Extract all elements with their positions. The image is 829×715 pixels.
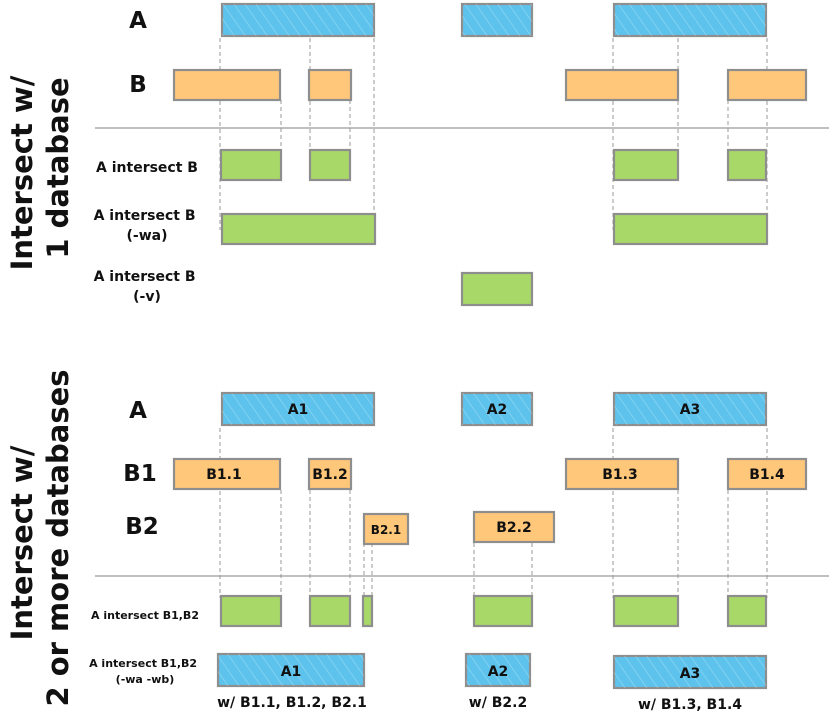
top-bar-ab-4 [726,148,768,182]
row-label-b1: B1 [123,461,157,487]
top-bar-b-3 [564,68,680,102]
bar-label-b22: B2.2 [496,520,531,536]
bar-label-b13: B1.3 [602,467,637,483]
top-guide-lines [219,38,768,230]
bar-label-b12: B1.2 [312,467,347,483]
row-label-b2: B2 [125,514,159,540]
bar-label-b14: B1.4 [749,467,785,483]
caption-a1: w/ B1.1, B1.2, B2.1 [217,695,367,711]
bar-label-b11: B1.1 [206,467,241,483]
top-bar-ab-v-1 [460,271,534,307]
bottom-side-label: Intersect w/ 2 or more databases [5,369,75,706]
top-side-label: Intersect w/ 1 database [5,66,75,271]
bottom-bar-ab-2 [308,594,352,628]
bar-label-a2: A2 [487,402,508,418]
top-bar-b-4 [726,68,808,102]
bar-label-a1: A1 [288,402,309,418]
row-label-a-intersect-b-v: A intersect B (-v) [94,269,201,305]
row-label-a-intersect-b: A intersect B [96,160,198,176]
bar-label-b21: B2.1 [371,523,401,537]
row-label-a: A [129,8,147,34]
bottom-bar-ab-1 [219,594,283,628]
top-bar-ab-3 [612,148,680,182]
top-bar-ab-2 [308,148,352,182]
bottom-bar-b14 [726,457,808,491]
top-bar-b-2 [307,68,353,102]
row-label-b: B [129,72,147,98]
result-label-a3: A3 [680,666,701,682]
row-label-a-intersect-b1b2: A intersect B1,B2 [91,609,199,622]
bottom-guide-lines [219,428,768,598]
row-label-a-bottom: A [129,398,147,424]
top-bar-ab-wa-1 [220,212,377,246]
caption-a2: w/ B2.2 [469,695,527,711]
bottom-bar-ab-5 [612,594,680,628]
row-label-a-intersect-b-wa: A intersect B (-wa) [94,208,201,244]
result-label-a1: A1 [281,664,302,680]
bar-label-a3: A3 [680,402,701,418]
bottom-bar-b21 [362,512,410,546]
top-bar-b-1 [172,68,282,102]
bottom-bar-ab-4 [472,594,534,628]
bottom-bar-b12 [307,457,353,491]
bottom-bar-b13 [564,457,680,491]
top-bar-ab-wa-2 [612,212,769,246]
top-bar-ab-1 [219,148,283,182]
result-label-a2: A2 [488,664,509,680]
bottom-bar-b11 [172,457,282,491]
caption-a3: w/ B1.3, B1.4 [638,697,742,713]
bottom-bar-ab-3 [361,594,374,628]
bottom-bar-b22 [472,510,556,544]
bottom-bar-ab-6 [726,594,768,628]
row-label-a-intersect-b1b2-wawb: A intersect B1,B2 (-wa -wb) [89,657,201,686]
